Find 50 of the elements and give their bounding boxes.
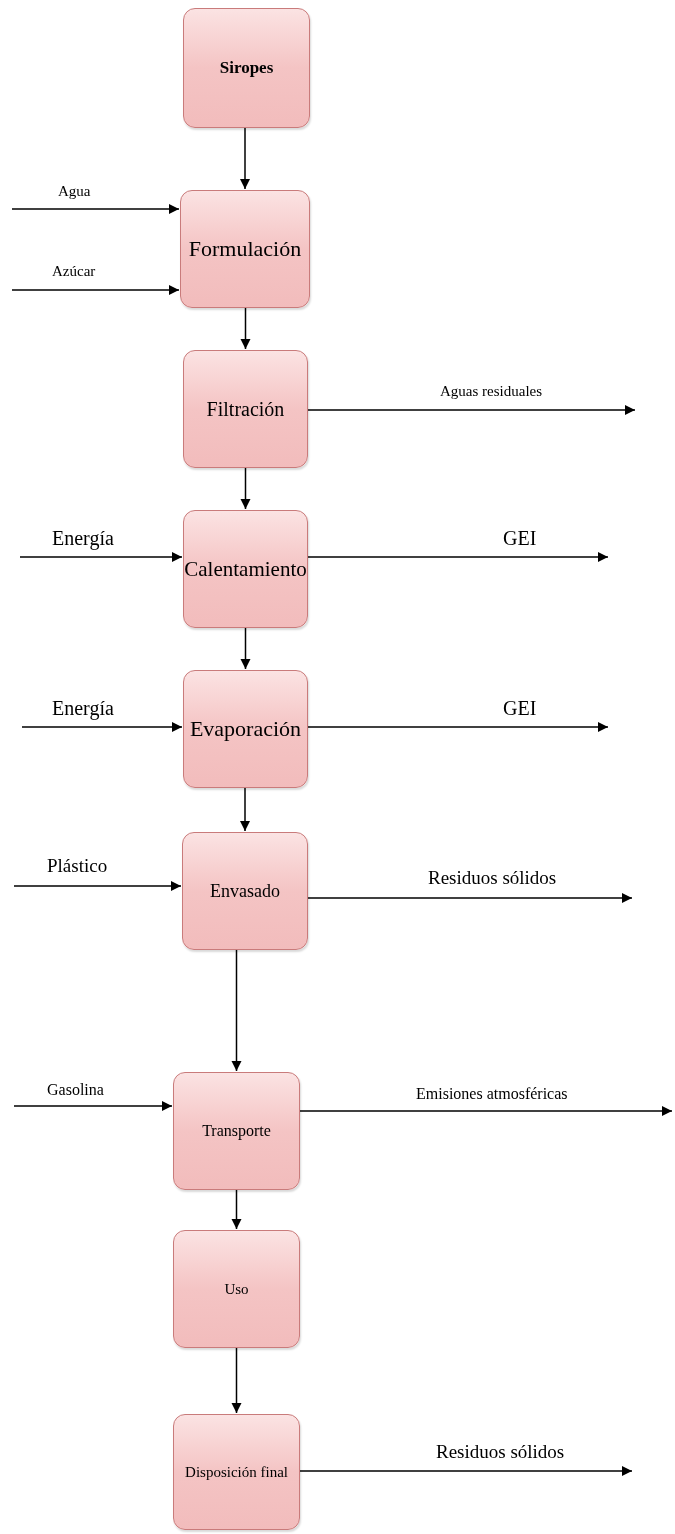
edge-label: Aguas residuales (440, 382, 543, 401)
process-label: Transporte (202, 1121, 271, 1141)
edge-label: GEI (503, 696, 537, 721)
arrow (231, 1189, 242, 1230)
process-box (173, 1072, 300, 1190)
arrow (307, 892, 633, 904)
edge-label: Plástico (47, 854, 108, 878)
process-box (173, 1414, 300, 1530)
process-label: Siropes (219, 57, 274, 79)
arrow (240, 467, 251, 510)
arrow (231, 1347, 242, 1414)
arrow (239, 127, 251, 190)
arrow (13, 880, 182, 892)
process-box (183, 350, 308, 468)
arrow (19, 551, 183, 563)
arrow (307, 404, 636, 416)
arrow (21, 721, 183, 733)
arrow (240, 307, 251, 350)
process-label: Envasado (210, 879, 280, 903)
arrow (11, 203, 180, 215)
process-box (183, 670, 308, 788)
arrow (307, 551, 609, 563)
edge-label: Energía (52, 696, 114, 721)
process-label: Formulación (188, 235, 302, 263)
edge-label: Emisiones atmosféricas (416, 1084, 568, 1104)
process-label: Calentamiento (184, 555, 307, 583)
edge-label: Energía (52, 526, 114, 551)
arrow (299, 1105, 673, 1117)
arrow (299, 1465, 633, 1477)
arrow (231, 949, 242, 1072)
process-box (183, 8, 310, 128)
arrow (13, 1100, 173, 1112)
arrow (11, 284, 180, 296)
edge-label: Residuos sólidos (428, 866, 557, 890)
process-label: Disposición final (185, 1462, 288, 1482)
process-label: Evaporación (189, 715, 302, 743)
process-label: Filtración (206, 396, 285, 422)
edge-label: Gasolina (47, 1080, 104, 1100)
arrow (239, 787, 251, 832)
edge-label: Residuos sólidos (436, 1440, 565, 1464)
arrow (240, 627, 251, 670)
edge-label: GEI (503, 526, 537, 551)
process-label: Uso (224, 1279, 249, 1299)
edge-label: Agua (58, 182, 91, 201)
process-box (182, 832, 308, 950)
arrow (307, 721, 609, 733)
process-box (183, 510, 308, 628)
process-box (173, 1230, 300, 1348)
edge-label: Azúcar (52, 262, 96, 281)
process-box (180, 190, 310, 308)
